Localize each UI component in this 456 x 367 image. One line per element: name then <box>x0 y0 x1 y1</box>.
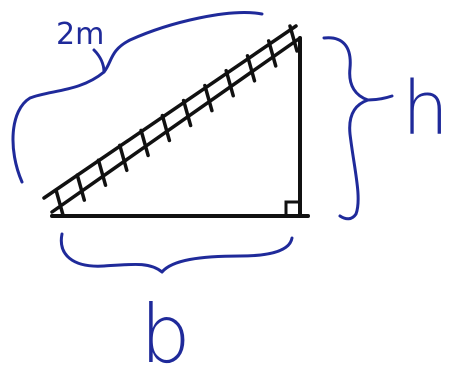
ladder-rung <box>75 173 87 202</box>
ladder-rung <box>139 128 150 158</box>
ladder-rung <box>96 158 108 187</box>
ladder-rung <box>181 98 193 128</box>
ladder-icon <box>42 24 302 217</box>
ladder-rung <box>203 83 214 113</box>
ladder-rung <box>266 39 278 68</box>
hypotenuse-brace <box>11 11 264 184</box>
hypotenuse-brace-tip <box>92 48 106 74</box>
height-brace-point <box>366 94 394 102</box>
ladder-rail-upper <box>42 24 298 200</box>
right-angle-marker <box>284 200 300 216</box>
ladder-rung <box>160 113 172 143</box>
height-label: h <box>402 66 449 152</box>
ladder-rung <box>118 143 129 173</box>
height-brace <box>322 36 370 221</box>
ladder-rail-lower <box>50 36 302 214</box>
ladder-rungs <box>54 24 299 217</box>
hypotenuse-label: 2m <box>56 17 104 52</box>
base-brace <box>59 232 294 274</box>
base-label: b <box>140 288 191 367</box>
ladder-rung <box>288 24 299 53</box>
ladder-rung <box>245 54 257 83</box>
ladder-rung <box>224 68 235 98</box>
ladder-rung <box>54 188 65 217</box>
